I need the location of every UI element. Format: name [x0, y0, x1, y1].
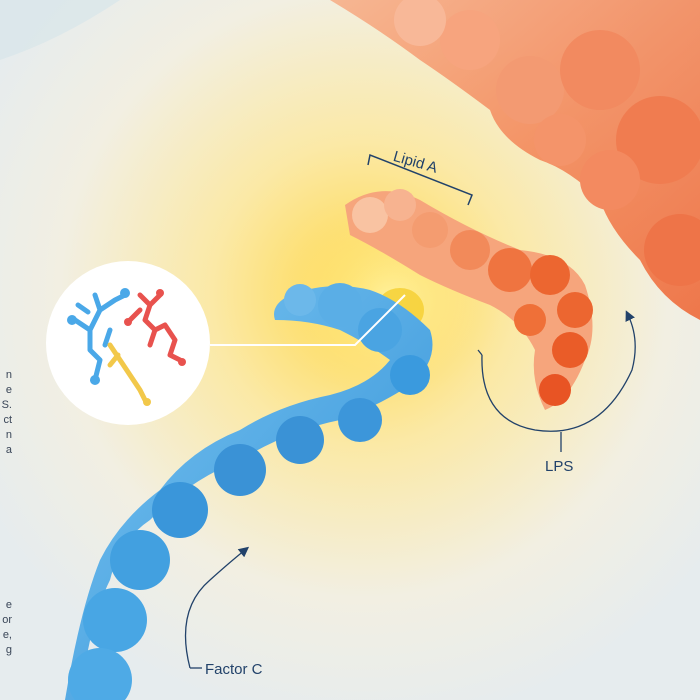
factor-c-label: Factor C	[205, 661, 263, 678]
lipid-a-bracket	[367, 153, 473, 206]
side-text-line: g	[5, 644, 12, 656]
factor-c-protein	[65, 283, 433, 700]
side-text-line: n	[5, 429, 12, 441]
lps-molecule	[345, 189, 593, 410]
side-text-line: S.	[1, 399, 12, 411]
side-text-line: e	[5, 599, 12, 611]
side-text-fragment-b: e or e, g	[0, 598, 12, 658]
lps-rotation-arrow	[477, 310, 636, 452]
side-text-line: ct	[3, 414, 12, 426]
inset-leader-line	[210, 294, 406, 346]
factor-c-arrow	[184, 546, 250, 669]
side-text-line: n	[5, 369, 12, 381]
side-text-line: or	[2, 614, 12, 626]
side-text-line: a	[5, 444, 12, 456]
lps-label: LPS	[545, 458, 574, 475]
side-text-line: e,	[2, 629, 12, 641]
side-text-fragment-a: n e S. ct n a	[0, 368, 12, 458]
molecular-detail-inset	[46, 261, 210, 425]
top-left-haze	[0, 0, 120, 60]
side-text-line: e	[5, 384, 12, 396]
lps-membrane-mass	[330, 0, 700, 320]
